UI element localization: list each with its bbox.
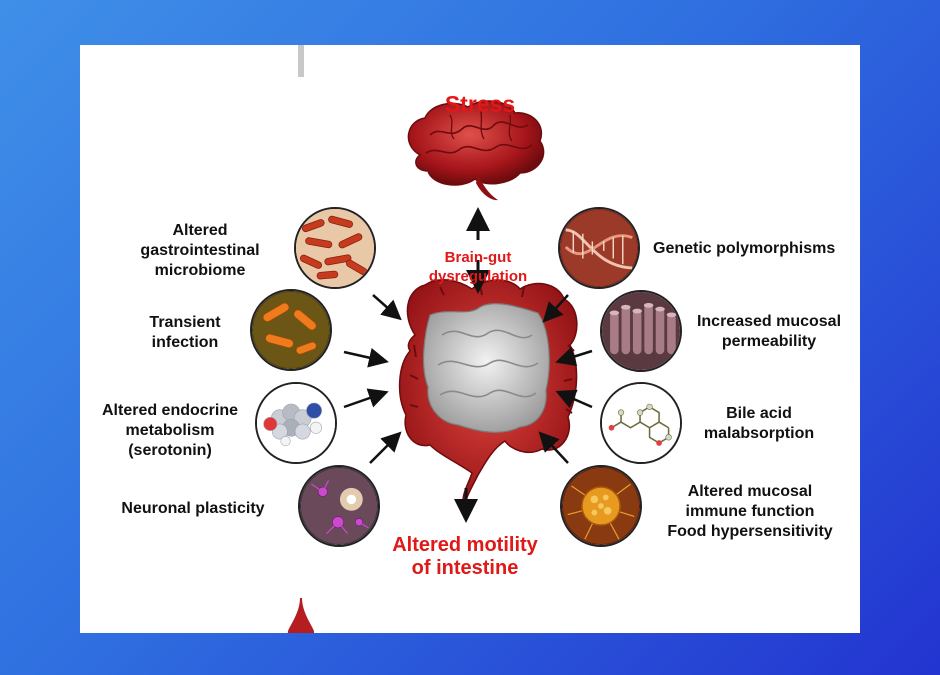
arrow-right-3 [555, 389, 593, 409]
immune-cell-icon [560, 465, 642, 547]
arrow-right-4 [538, 431, 569, 464]
villi-icon [600, 290, 682, 372]
title-stress: Stress [444, 91, 516, 117]
dna-helix-icon [558, 207, 640, 289]
brain-gut-label: Brain-gut dysregulation [428, 249, 528, 285]
neurons-icon [298, 465, 380, 547]
decor-drop-bottom [287, 598, 315, 633]
arrow-right-2 [555, 346, 593, 367]
arrow-left-3 [343, 388, 389, 409]
arrow-left-4 [369, 431, 402, 464]
label-genetic-polymorphisms: Genetic polymorphisms [653, 240, 836, 257]
label-transient-infection: Transient infection [149, 314, 221, 351]
diagram-graphics [287, 45, 593, 633]
bacteria-rods-icon [294, 207, 376, 289]
serotonin-molecule-icon [255, 382, 337, 464]
arrow-right-1 [542, 294, 569, 323]
diagram-panel: Stress Brain-gut dysregulation Altered m… [80, 45, 860, 633]
infection-bacteria-icon [250, 289, 332, 371]
arrow-left-2 [343, 347, 389, 368]
label-endocrine-metabolism: Altered endocrine metabolism (serotonin) [101, 402, 239, 459]
label-neuronal-plasticity: Neuronal plasticity [121, 500, 265, 517]
altered-motility-label: Altered motility of intestine [392, 534, 538, 579]
brain-icon [407, 100, 545, 201]
label-mucosal-immune-function: Altered mucosal immune function Food hyp… [667, 483, 833, 540]
bile-acid-molecule-icon [600, 382, 682, 464]
decor-bar-top [298, 45, 304, 77]
arrow-left-1 [372, 294, 402, 321]
label-mucosal-permeability: Increased mucosal permeability [696, 313, 842, 350]
label-bile-acid-malabsorption: Bile acid malabsorption [703, 405, 815, 442]
intestine-icon [398, 279, 578, 510]
label-gastrointestinal-microbiome: Altered gastrointestinal microbiome [140, 222, 260, 279]
